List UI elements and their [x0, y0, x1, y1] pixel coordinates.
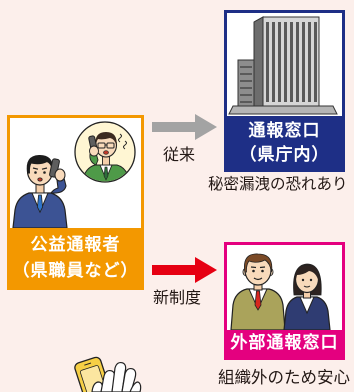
building-base — [228, 105, 338, 115]
tower-front — [262, 16, 320, 107]
external-window-label: 外部通報窓口 — [227, 330, 342, 357]
office-building-illustration — [228, 16, 338, 115]
whistleblower-label-line2: （県職員など） — [12, 261, 139, 281]
external-window-note: 組織外のため安心 — [218, 368, 350, 387]
annex-building — [237, 59, 255, 107]
recipient-bubble — [74, 121, 136, 183]
sound-lines-icon — [118, 133, 127, 150]
male-staff-figure — [230, 253, 286, 330]
whistleblower-box: 公益通報者 （県職員など） — [7, 115, 144, 290]
whistleblower-label-line1: 公益通報者 — [30, 235, 121, 255]
two-staff-members-illustration — [230, 253, 331, 330]
internal-window-label-line2: （県庁内） — [239, 145, 330, 165]
external-reporting-window-box: 外部通報窓口 — [224, 242, 345, 360]
internal-window-label-line1: 通報窓口 — [248, 121, 321, 141]
gray-right-arrow-icon — [152, 114, 217, 140]
internal-reporting-window-box: 通報窓口 （県庁内） — [224, 10, 345, 172]
glasses-icon — [97, 142, 115, 149]
hand-holding-phone-illustration — [74, 356, 142, 392]
new-system-arrow-label: 新制度 — [153, 288, 202, 307]
conventional-arrow-label: 従来 — [163, 145, 196, 164]
red-right-arrow-icon — [152, 257, 217, 283]
person-making-phone-call-illustration — [12, 121, 136, 228]
internal-window-note: 秘密漏洩の恐れあり — [208, 175, 348, 193]
whistleblower-label: 公益通報者 （県職員など） — [10, 228, 141, 287]
tower-side — [253, 16, 264, 107]
female-staff-figure — [283, 263, 331, 330]
hand-icon — [91, 361, 142, 392]
whistleblower-figure — [12, 154, 68, 228]
internal-window-label: 通報窓口 （県庁内） — [227, 116, 342, 169]
